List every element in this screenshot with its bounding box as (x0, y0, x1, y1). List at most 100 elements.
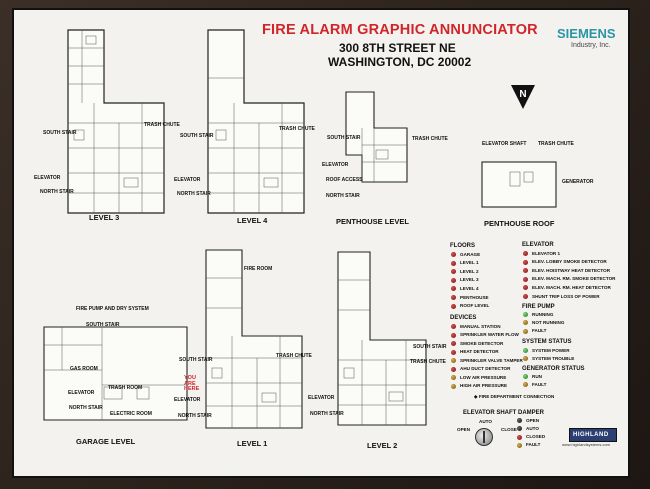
floor-label: LEVEL 4 (460, 285, 479, 291)
device-indicator-led (451, 349, 456, 355)
floor-indicator-led (451, 269, 456, 275)
garage-level-title: GARAGE LEVEL (76, 437, 136, 446)
system-status-label: SYSTEM POWER (532, 347, 570, 353)
generator-label: RUN (532, 373, 542, 379)
elevator-label: ELEV. MACH. RM. SMOKE DETECTOR (532, 276, 616, 282)
level-1-floor-plan (205, 249, 303, 429)
elevator-label: ELEV. HOISTWAY HEAT DETECTOR (532, 267, 611, 273)
damper-position-close: CLOSE (501, 427, 517, 432)
garage-label-fire-pump: FIRE PUMP AND DRY SYSTEM (76, 306, 149, 312)
roof-label-generator: GENERATOR (562, 179, 594, 185)
device-label: LOW AIR PRESSURE (460, 374, 507, 380)
vendor-badge: HIGHLAND (569, 428, 617, 442)
device-label: SPRINKLER VALVE TAMPER (460, 357, 523, 363)
floor-indicator-led (451, 303, 456, 309)
generator-indicator-led (523, 374, 528, 379)
you-are-here-marker: YOU ARE HERE (184, 375, 200, 392)
system-status-indicator-led (523, 356, 528, 362)
device-label: HEAT DETECTOR (460, 349, 499, 354)
level1-label-north-stair: NORTH STAIR (178, 413, 212, 419)
garage-label-elevator: ELEVATOR (68, 390, 95, 396)
legend-floors-title: FLOORS (450, 243, 475, 249)
penthouse-label-elevator: ELEVATOR (322, 162, 349, 168)
brand-subtitle: Industry, Inc. (571, 42, 611, 49)
device-label: SPRINKLER WATER FLOW (460, 332, 519, 337)
device-indicator-led (451, 358, 456, 363)
penthouse-label-north-stair: NORTH STAIR (326, 193, 360, 199)
device-label: SMOKE DETECTOR (460, 340, 504, 346)
level4-label-north-stair: NORTH STAIR (177, 191, 211, 197)
floor-label: ROOF LEVEL (460, 303, 490, 309)
level-4-title: LEVEL 4 (237, 216, 268, 225)
damper-status-label: AUTO (526, 425, 539, 431)
level4-label-elevator: ELEVATOR (174, 177, 201, 183)
level-2-floor-plan (337, 251, 427, 426)
elevator-label: ELEVATOR 1 (532, 250, 561, 256)
level2-label-elevator: ELEVATOR (308, 395, 335, 401)
device-indicator-led (451, 366, 456, 372)
device-indicator-led (451, 324, 456, 329)
damper-position-open: OPEN (457, 427, 471, 432)
level2-label-south-stair: SOUTH STAIR (413, 344, 447, 350)
penthouse-roof-plan (481, 161, 557, 208)
fire-pump-label: RUNNING (532, 311, 554, 317)
system-status-indicator-led (523, 348, 528, 353)
level3-label-elevator: ELEVATOR (34, 175, 61, 181)
elevator-indicator-led (523, 268, 528, 274)
level-1-title: LEVEL 1 (237, 439, 268, 448)
penthouse-level-title: PENTHOUSE LEVEL (336, 217, 409, 226)
damper-status-indicator-led (517, 442, 522, 448)
fire-pump-indicator-led (523, 312, 528, 317)
generator-indicator-led (523, 382, 528, 388)
elevator-indicator-led (523, 251, 528, 256)
floor-label: LEVEL 3 (460, 277, 479, 283)
address-line-1: 300 8TH STREET NE (339, 41, 456, 55)
legend-elevator-title: ELEVATOR (522, 242, 554, 248)
garage-label-south-stair: SOUTH STAIR (86, 322, 120, 328)
device-indicator-led (451, 341, 456, 346)
level4-label-south-stair: SOUTH STAIR (180, 133, 214, 139)
roof-label-trash-chute: TRASH CHUTE (538, 141, 574, 147)
level-4-floor-plan (207, 29, 305, 214)
vendor-url: www.highlandsystems.com (562, 442, 611, 447)
elevator-label: SHUNT TRIP LOSS OF POWER (532, 293, 600, 299)
key-slot-icon (483, 431, 485, 443)
elevator-indicator-led (523, 294, 528, 299)
level3-label-trash-chute: TRASH CHUTE (144, 122, 180, 128)
device-indicator-led (451, 383, 456, 389)
address-line-2: WASHINGTON, DC 20002 (328, 55, 472, 69)
fire-department-connection-note: ◆ FIRE DEPARTMENT CONNECTION (474, 394, 555, 399)
device-label: HIGH AIR PRESSURE (460, 383, 508, 388)
damper-status-indicator-led (517, 426, 522, 432)
fire-pump-indicator-led (523, 320, 528, 326)
garage-floor-plan (43, 326, 188, 421)
garage-label-north-stair: NORTH STAIR (69, 405, 103, 411)
damper-status-indicator-led (517, 418, 522, 423)
penthouse-roof-title: PENTHOUSE ROOF (484, 219, 555, 228)
device-label: MANUAL STATION (460, 323, 501, 329)
legend-generator-title: GENERATOR STATUS (522, 366, 585, 372)
elevator-indicator-led (523, 259, 528, 265)
damper-key-switch[interactable] (475, 428, 493, 446)
level1-label-south-stair: SOUTH STAIR (179, 357, 213, 363)
damper-title: ELEVATOR SHAFT DAMPER (463, 410, 545, 416)
elevator-label: ELEV. MACH. RM. HEAT DETECTOR (532, 284, 611, 290)
penthouse-label-south-stair: SOUTH STAIR (327, 135, 361, 141)
damper-status-indicator-led (517, 434, 522, 440)
north-compass-icon: N (511, 85, 535, 109)
floor-indicator-led (451, 286, 456, 292)
level2-label-north-stair: NORTH STAIR (310, 411, 344, 417)
garage-label-trash-room: TRASH ROOM (108, 385, 143, 391)
fire-pump-indicator-led (523, 328, 528, 334)
level1-label-fire-room: FIRE ROOM (244, 266, 273, 272)
system-status-label: SYSTEM TROUBLE (532, 355, 575, 361)
generator-label: FAULT (532, 381, 547, 387)
floor-indicator-led (451, 295, 456, 300)
legend-system-status-title: SYSTEM STATUS (522, 339, 572, 345)
penthouse-floor-plan (345, 91, 408, 183)
level-3-title: LEVEL 3 (89, 213, 120, 222)
elevator-indicator-led (523, 276, 528, 282)
level3-label-south-stair: SOUTH STAIR (43, 130, 77, 136)
penthouse-label-roof-access: ROOF ACCESS (326, 177, 363, 183)
level-3-floor-plan (67, 29, 165, 214)
